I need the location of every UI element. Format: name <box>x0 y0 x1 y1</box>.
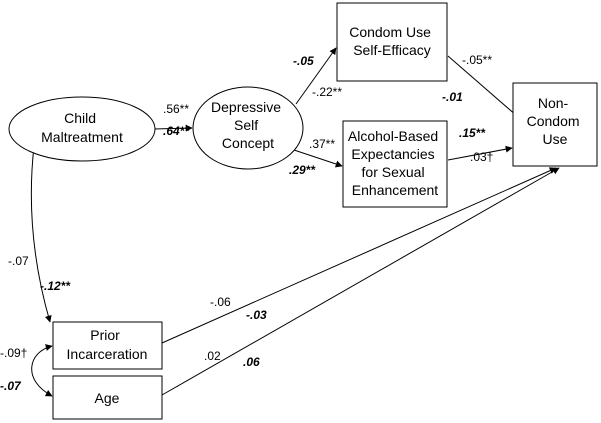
node-non-condom-use: Non- Condom Use <box>512 82 598 167</box>
svg-text:Prior Incarceration: Prior Incarceration <box>67 327 148 362</box>
node-label-line: Condom <box>527 113 580 129</box>
edge-age-to-ncu <box>161 167 560 396</box>
node-label-line: Non- <box>538 95 569 111</box>
coef-age-to-ncu-plain: .02 <box>204 349 221 363</box>
node-label-line: Maltreatment <box>41 129 123 145</box>
node-label-line: for Sexual <box>362 164 425 180</box>
edge-dsc-to-cuse <box>295 47 337 105</box>
coef-age-to-ncu-bold: .06 <box>243 355 260 369</box>
node-label-line: Depressive <box>211 99 281 115</box>
coef-pi-age-cov-bold: -.07 <box>0 379 22 393</box>
coef-dsc-to-abe-bold: .29** <box>289 163 316 177</box>
node-age: Age <box>52 375 163 420</box>
coef-abe-to-ncu-bold: .15** <box>459 126 486 140</box>
node-condom-use-self-efficacy: Condom Use Self-Efficacy <box>336 2 448 82</box>
coef-pi-to-ncu-plain: -.06 <box>210 295 231 309</box>
node-label-line: Child <box>64 110 96 126</box>
node-alcohol-based-expectancies: Alcohol-Based Expectancies for Sexual En… <box>342 120 448 208</box>
svg-text:Non- Condom Use: Non- Condom Use <box>527 95 584 147</box>
svg-text:Condom Use Self-Efficacy: Condom Use Self-Efficacy <box>349 24 435 58</box>
coef-cuse-to-ncu-bold: -.01 <box>442 90 463 104</box>
svg-text:Alcohol-Based Expectanci: Alcohol-Based Expectancies for Sexual En… <box>348 128 442 198</box>
coef-cuse-to-ncu-plain: -.05** <box>462 53 492 67</box>
coef-pi-age-cov-plain: -.09† <box>0 346 27 360</box>
svg-text:Age: Age <box>95 390 120 406</box>
coef-dsc-to-cuse-plain: -.22** <box>312 85 342 99</box>
node-label-line: Use <box>543 131 568 147</box>
coef-cm-to-dsc-plain: .56** <box>163 102 189 116</box>
node-label-line: Self <box>234 117 258 133</box>
node-depressive-self-concept: Depressive Self Concept <box>192 86 304 170</box>
svg-text:Child Maltreatment: Child Maltreatment <box>41 110 123 145</box>
node-label-line: Incarceration <box>67 346 148 362</box>
edges <box>29 47 560 397</box>
node-label-line: Expectancies <box>351 146 434 162</box>
coef-dsc-to-abe-plain: .37** <box>309 137 335 151</box>
edge-cm-to-dsc <box>153 124 193 132</box>
node-label-line: Self-Efficacy <box>353 42 431 58</box>
node-label-line: Enhancement <box>352 182 439 198</box>
node-label-line: Age <box>95 390 120 406</box>
coef-abe-to-ncu-plain: .03† <box>470 150 493 164</box>
node-label-line: Condom Use <box>349 24 431 40</box>
node-label-line: Prior <box>90 327 120 343</box>
edge-pi-age-covariance <box>31 344 53 397</box>
path-coefficients: .56** .64** -.05 -.22** .37** .29** -.05… <box>0 53 493 393</box>
edge-dsc-to-abe <box>293 149 343 168</box>
coef-cm-pi-cov-bold: -.12** <box>40 279 71 293</box>
edge-abe-to-ncu <box>447 145 513 161</box>
coef-dsc-to-cuse-bold: -.05 <box>293 54 314 68</box>
coef-pi-to-ncu-bold: -.03 <box>246 308 267 322</box>
node-label-line: Alcohol-Based <box>348 128 438 144</box>
coef-cm-to-dsc-bold: .64** <box>163 124 190 138</box>
coef-cm-pi-cov-plain: -.07 <box>8 254 29 268</box>
edge-pi-to-ncu <box>161 167 557 344</box>
node-prior-incarceration: Prior Incarceration <box>52 321 163 370</box>
edge-cm-pi-covariance <box>29 145 52 323</box>
svg-text:Depressive Self Co: Depressive Self Concept <box>211 99 285 151</box>
node-label-line: Concept <box>222 135 274 151</box>
node-child-maltreatment: Child Maltreatment <box>8 96 156 162</box>
